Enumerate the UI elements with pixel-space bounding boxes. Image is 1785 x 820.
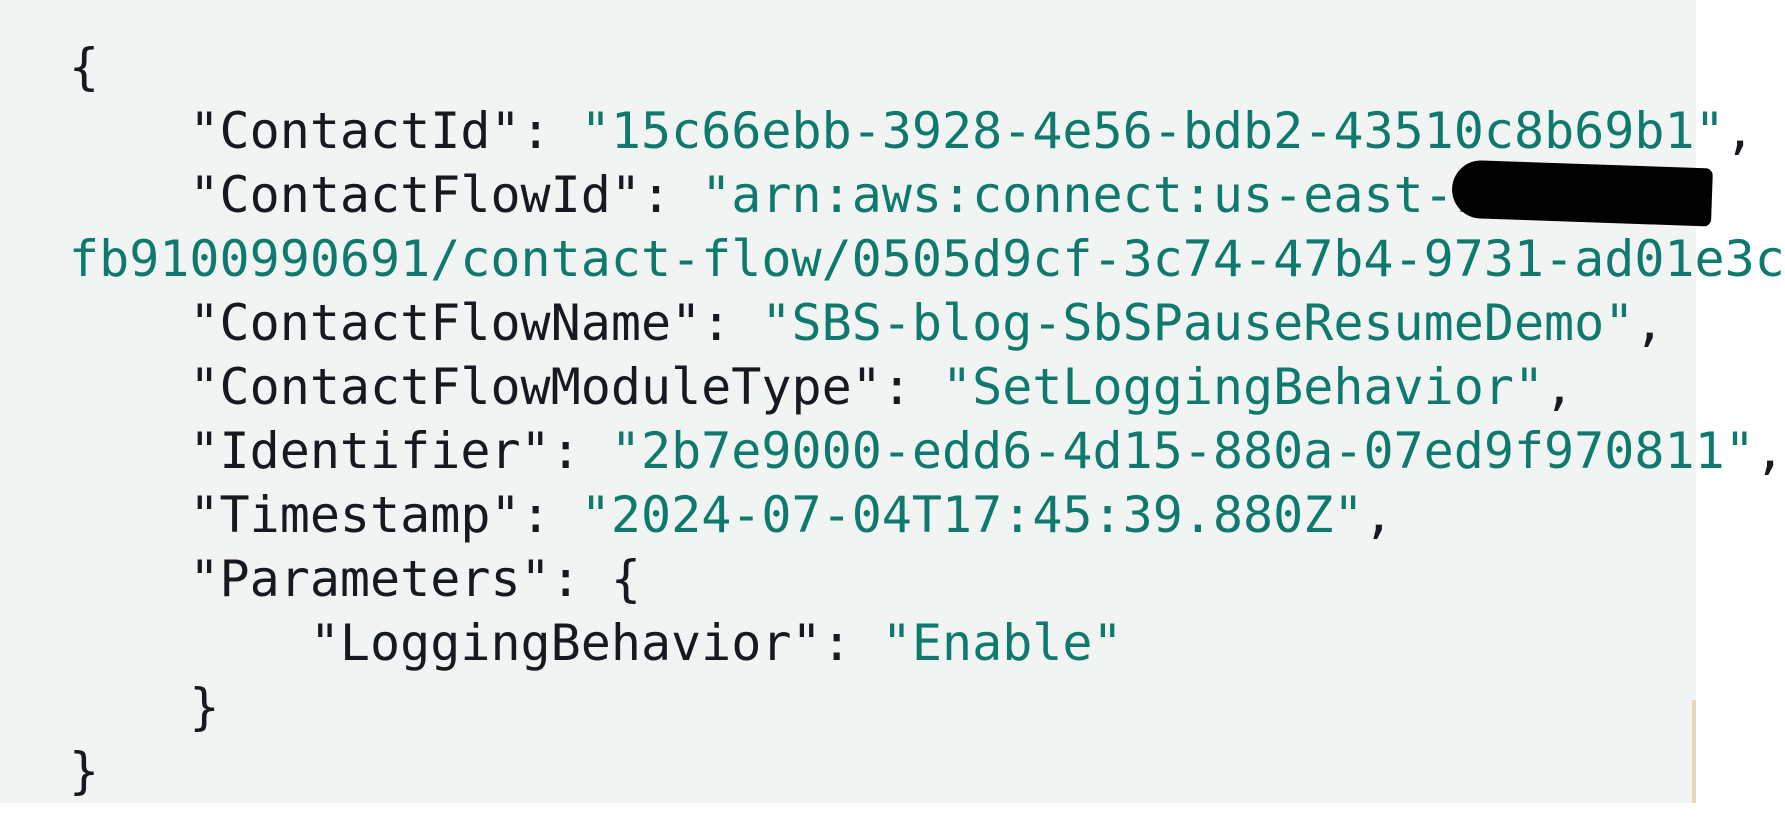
brace: { <box>69 38 100 96</box>
trailing-comma: , <box>1634 294 1665 352</box>
code-line-open-brace: { <box>69 35 1785 99</box>
json-key: "ContactId" <box>189 102 521 160</box>
code-line-logging-behavior: "LoggingBehavior": "Enable" <box>69 611 1785 675</box>
indent <box>69 614 310 672</box>
json-key: "Identifier" <box>189 422 551 480</box>
code-line-close-parameters: } <box>69 675 1785 739</box>
json-string-value: "SBS-blog-SbSPauseResumeDemo" <box>761 294 1635 352</box>
code-line-parameters: "Parameters": { <box>69 547 1785 611</box>
code-line-identifier: "Identifier": "2b7e9000-edd6-4d15-880a-0… <box>69 419 1785 483</box>
trailing-comma: , <box>1754 422 1785 480</box>
json-key: "ContactFlowId" <box>189 166 641 224</box>
separator: : <box>550 550 611 608</box>
separator: : <box>520 486 581 544</box>
separator: : <box>550 422 611 480</box>
separator: : <box>881 358 942 416</box>
json-string-value-wrapped: fb9100990691/contact-flow/0505d9cf-3c74-… <box>69 230 1785 288</box>
separator: : <box>640 166 702 224</box>
scroll-edge-indicator <box>1692 700 1696 803</box>
separator: : <box>520 102 581 160</box>
trailing-comma: , <box>1544 358 1575 416</box>
json-string-value: "arn:aws:connect:us-east-1: <box>701 166 1514 224</box>
indent <box>69 422 189 480</box>
indent <box>69 166 189 224</box>
json-string-value: "2024-07-04T17:45:39.880Z" <box>580 486 1364 544</box>
code-line-contact-flow-id-wrap: fb9100990691/contact-flow/0505d9cf-3c74-… <box>69 227 1785 291</box>
code-line-contact-flow-name: "ContactFlowName": "SBS-blog-SbSPauseRes… <box>69 291 1785 355</box>
indent <box>69 102 189 160</box>
indent <box>69 678 189 736</box>
json-string-value: "15c66ebb-3928-4e56-bdb2-43510c8b69b1" <box>580 102 1725 160</box>
trailing-comma: , <box>1724 102 1755 160</box>
json-string-value: "Enable" <box>881 614 1123 672</box>
code-line-contact-id: "ContactId": "15c66ebb-3928-4e56-bdb2-43… <box>69 99 1785 163</box>
code-line-contact-flow-id: "ContactFlowId": "arn:aws:connect:us-eas… <box>69 163 1785 227</box>
json-key: "ContactFlowName" <box>189 294 702 352</box>
indent <box>69 358 189 416</box>
redaction-mark <box>1451 159 1713 227</box>
code-line-close-brace: } <box>69 739 1785 803</box>
json-key: "LoggingBehavior" <box>309 614 822 672</box>
json-key: "Parameters" <box>189 550 551 608</box>
code-line-module-type: "ContactFlowModuleType": "SetLoggingBeha… <box>69 355 1785 419</box>
json-key: "ContactFlowModuleType" <box>189 358 882 416</box>
json-code-panel: { "ContactId": "15c66ebb-3928-4e56-bdb2-… <box>0 0 1785 803</box>
json-string-value: "2b7e9000-edd6-4d15-880a-07ed9f970811" <box>610 422 1755 480</box>
code-line-timestamp: "Timestamp": "2024-07-04T17:45:39.880Z", <box>69 483 1785 547</box>
brace: } <box>189 678 220 736</box>
open-brace: { <box>610 550 641 608</box>
json-code-block: { "ContactId": "15c66ebb-3928-4e56-bdb2-… <box>69 35 1785 803</box>
separator: : <box>821 614 882 672</box>
trailing-comma: , <box>1363 486 1394 544</box>
json-string-value: "SetLoggingBehavior" <box>942 358 1545 416</box>
separator: : <box>701 294 762 352</box>
indent <box>69 550 189 608</box>
brace: } <box>69 742 100 800</box>
indent <box>69 294 189 352</box>
indent <box>69 486 189 544</box>
json-key: "Timestamp" <box>189 486 521 544</box>
